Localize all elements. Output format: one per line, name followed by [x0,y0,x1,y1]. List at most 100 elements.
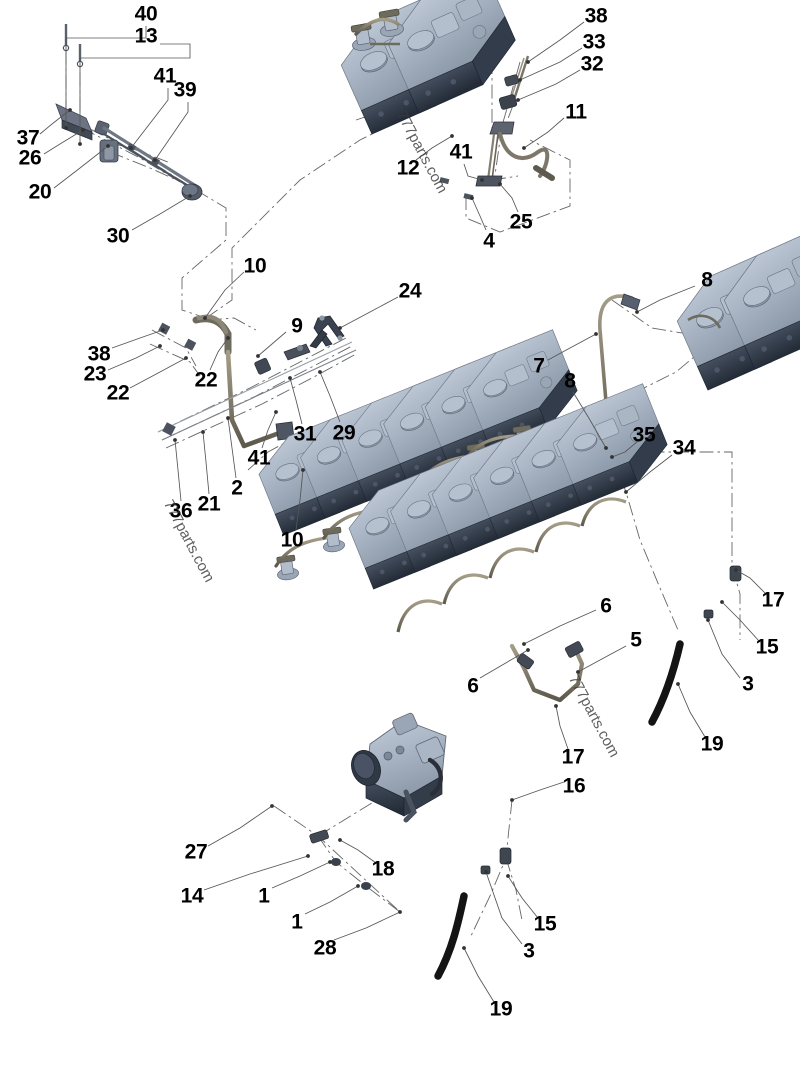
part-number-label-40[interactable]: 40 [134,2,158,26]
part-number-label-6[interactable]: 6 [467,674,479,698]
part-number-label-39[interactable]: 39 [173,78,197,102]
callout-leader-line [463,163,483,181]
part-number-label-38[interactable]: 38 [584,4,608,28]
part-number-label-26[interactable]: 26 [18,146,42,170]
centerline [157,337,347,433]
part-number-label-21[interactable]: 21 [197,492,221,516]
callout-leader-line [43,129,84,155]
part-jumper-line-5-6 [509,641,585,703]
part-number-label-11[interactable]: 11 [565,100,587,124]
part-number-label-35[interactable]: 35 [632,423,656,447]
part-number-label-8[interactable]: 8 [564,369,576,393]
centerline [149,343,201,377]
callout-leader-line [39,109,71,135]
parts-art-group [39,0,800,1003]
callout-leader-line [721,601,760,642]
part-number-label-16[interactable]: 16 [562,774,586,798]
callout-leader-line [625,454,673,493]
callout-leader-line [577,645,627,673]
callout-endpoint-dot [356,884,360,888]
callout-endpoint-dot [226,336,230,340]
callout-endpoint-dot [256,354,260,358]
part-number-label-12[interactable]: 12 [396,156,420,180]
part-number-label-6[interactable]: 6 [600,594,612,618]
callout-leader-line [131,195,191,231]
callout-endpoint-dot [288,376,292,380]
part-number-label-37[interactable]: 37 [16,126,40,150]
centerline [205,99,441,319]
part-number-label-14[interactable]: 14 [180,884,204,908]
part-number-label-15[interactable]: 15 [755,635,779,659]
callout-endpoint-dot [173,438,177,442]
part-number-label-10[interactable]: 10 [280,528,304,552]
part-number-label-30[interactable]: 30 [106,224,130,248]
callout-endpoint-dot [450,134,454,138]
part-number-label-1[interactable]: 1 [258,884,270,908]
part-number-label-19[interactable]: 19 [489,997,513,1021]
callout-endpoint-dot [706,618,710,622]
centerline [626,451,741,640]
part-number-label-3[interactable]: 3 [742,672,754,696]
part-number-label-22[interactable]: 22 [194,368,218,392]
callout-leader-line [202,431,210,495]
part-linkage-upper-left [55,24,203,201]
callout-endpoint-dot [338,326,342,330]
callout-leader-line [511,781,565,801]
callout-endpoint-dot [398,910,402,914]
callout-leader-line [53,145,109,189]
part-number-label-5[interactable]: 5 [630,628,642,652]
part-number-label-28[interactable]: 28 [313,936,337,960]
part-number-label-4[interactable]: 4 [483,229,495,253]
part-number-label-41[interactable]: 41 [153,64,177,88]
callout-endpoint-dot [328,860,332,864]
part-number-label-41[interactable]: 41 [247,446,271,470]
callout-leader-line [174,439,182,502]
callout-leader-line [471,197,487,231]
callout-endpoint-dot [526,60,530,64]
part-number-label-23[interactable]: 23 [83,362,107,386]
part-number-label-41[interactable]: 41 [449,140,473,164]
callout-leader-line [319,371,341,423]
centerline [317,835,401,913]
part-number-label-9[interactable]: 9 [291,314,303,338]
part-number-label-31[interactable]: 31 [293,422,317,446]
part-number-label-27[interactable]: 27 [184,840,208,864]
callout-leader-line [572,391,607,449]
callout-endpoint-dot [274,410,278,414]
part-number-label-36[interactable]: 36 [169,499,193,523]
part-number-label-13[interactable]: 13 [134,24,158,48]
callout-endpoint-dot [106,144,110,148]
part-number-label-17[interactable]: 17 [561,745,585,769]
part-number-label-34[interactable]: 34 [672,436,696,460]
callout-endpoint-dot [158,344,162,348]
callout-endpoint-dot [318,370,322,374]
part-clamps-right [703,565,742,619]
part-injection-pump [351,712,447,823]
part-number-label-18[interactable]: 18 [371,857,395,881]
part-number-label-25[interactable]: 25 [509,210,533,234]
callout-endpoint-dot [161,328,165,332]
part-number-label-8[interactable]: 8 [701,268,713,292]
part-number-label-20[interactable]: 20 [28,180,52,204]
part-number-label-24[interactable]: 24 [398,279,422,303]
part-number-label-15[interactable]: 15 [533,912,557,936]
part-number-label-2[interactable]: 2 [231,476,243,500]
centerline [505,857,523,921]
part-number-label-17[interactable]: 17 [761,588,785,612]
callout-leader-line [130,88,169,149]
part-number-label-22[interactable]: 22 [106,381,130,405]
part-number-label-33[interactable]: 33 [582,30,606,54]
part-number-label-7[interactable]: 7 [533,354,545,378]
part-number-label-32[interactable]: 32 [580,52,604,76]
part-number-label-10[interactable]: 10 [243,254,267,278]
part-number-label-3[interactable]: 3 [523,939,535,963]
part-number-label-19[interactable]: 19 [700,732,724,756]
part-number-label-38[interactable]: 38 [87,342,111,366]
part-number-label-1[interactable]: 1 [291,910,303,934]
callout-endpoint-dot [734,568,738,572]
part-number-label-29[interactable]: 29 [332,421,356,445]
callout-endpoint-dot [484,870,488,874]
callout-leader-line [547,333,597,361]
callout-leader-line [154,102,189,161]
